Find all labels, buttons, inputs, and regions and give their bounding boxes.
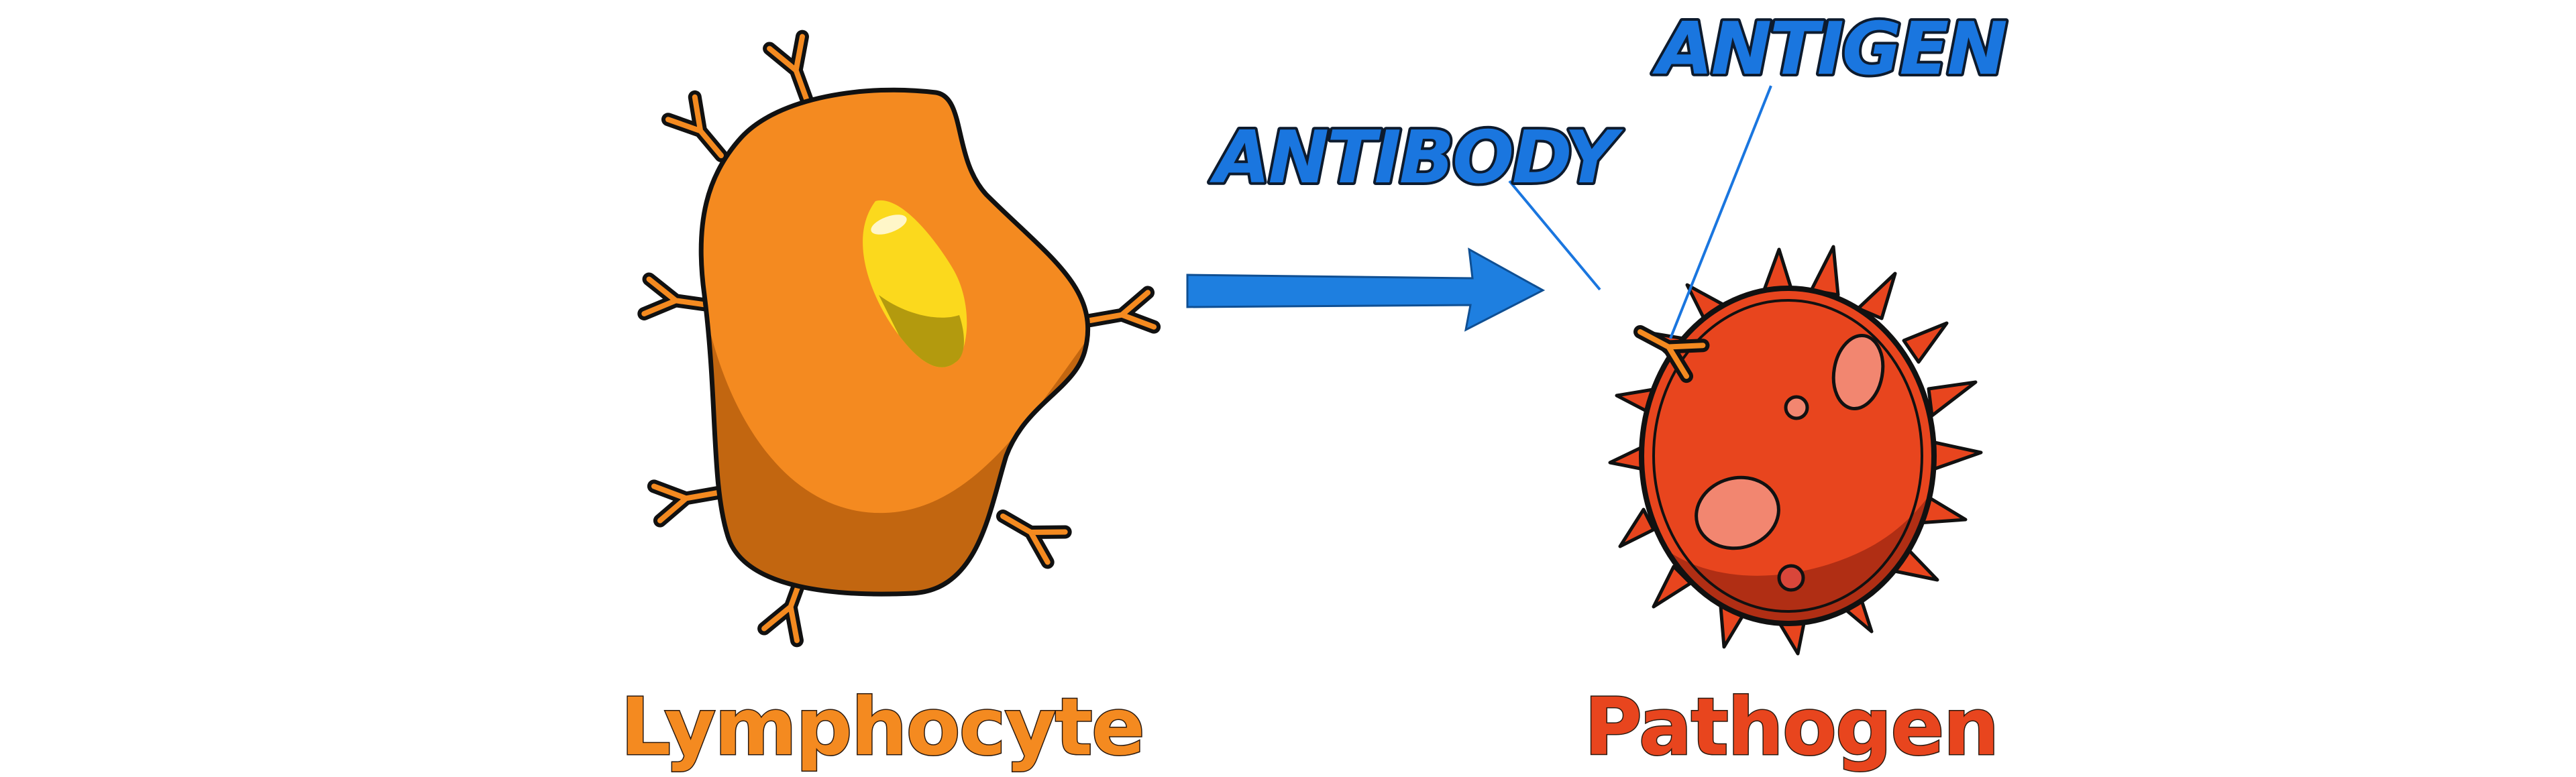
pathogen-cell-icon: [1608, 245, 1983, 656]
lymphocyte-cell-icon: [644, 37, 1154, 644]
antibody-label: ANTIBODY: [1209, 116, 1623, 200]
nucleus: [863, 200, 967, 367]
pathogen-label: Pathogen: [1585, 680, 1998, 773]
antigen-label: ANTIGEN: [1652, 7, 2006, 91]
right-arrow-icon: [1186, 247, 1546, 332]
pathogen-spots: [1695, 333, 1885, 592]
antibody-callout-line: [1508, 180, 1601, 291]
lymphocyte-label: Lymphocyte: [621, 680, 1144, 773]
antigen-callout-line: [1669, 85, 1772, 339]
